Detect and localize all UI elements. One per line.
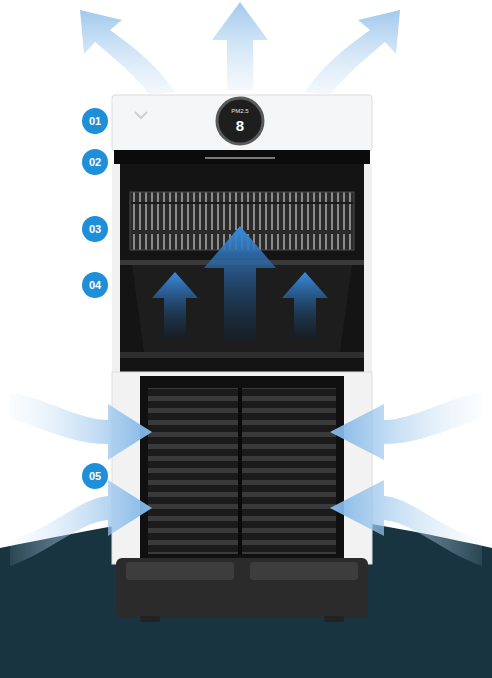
airflow-arrow bbox=[330, 392, 482, 460]
airflow-arrow bbox=[204, 226, 276, 342]
airflow-arrow bbox=[330, 480, 482, 566]
filter-divider bbox=[238, 388, 242, 554]
seal-band bbox=[114, 150, 370, 164]
airflow-arrow bbox=[10, 480, 152, 566]
callout-number: 04 bbox=[89, 280, 101, 291]
callout-number: 01 bbox=[89, 116, 101, 127]
side-panel bbox=[112, 164, 372, 378]
callout-circle bbox=[82, 216, 108, 242]
airflow-arrow bbox=[80, 10, 175, 95]
upper-chamber bbox=[120, 164, 364, 378]
display-unit: PM2.5 bbox=[231, 108, 248, 114]
airflow-arrow bbox=[282, 272, 328, 338]
foot bbox=[140, 616, 160, 622]
logo-mark bbox=[135, 112, 147, 118]
top-cap bbox=[112, 95, 372, 151]
callout-circle bbox=[82, 463, 108, 489]
airflow-arrow bbox=[10, 392, 152, 460]
callout-number: 02 bbox=[89, 157, 101, 168]
callout-circle bbox=[82, 108, 108, 134]
base-slot bbox=[250, 562, 358, 580]
callout-number: 05 bbox=[89, 471, 101, 482]
callout-number: 03 bbox=[89, 224, 101, 235]
airflow-arrow bbox=[305, 10, 400, 95]
base-slot bbox=[126, 562, 234, 580]
foot bbox=[324, 616, 344, 622]
pre-filter-pleats bbox=[148, 388, 336, 554]
lower-housing bbox=[112, 372, 372, 564]
display-reading: 8 bbox=[236, 118, 244, 133]
callout-circle bbox=[82, 149, 108, 175]
airflow-arrow bbox=[212, 2, 268, 90]
band-highlight bbox=[205, 157, 275, 159]
display-dial bbox=[217, 98, 263, 144]
base bbox=[116, 558, 368, 618]
duct-floor bbox=[120, 352, 364, 358]
filter-frame bbox=[140, 376, 344, 562]
airflow-arrow bbox=[152, 272, 198, 338]
callout-circle bbox=[82, 272, 108, 298]
